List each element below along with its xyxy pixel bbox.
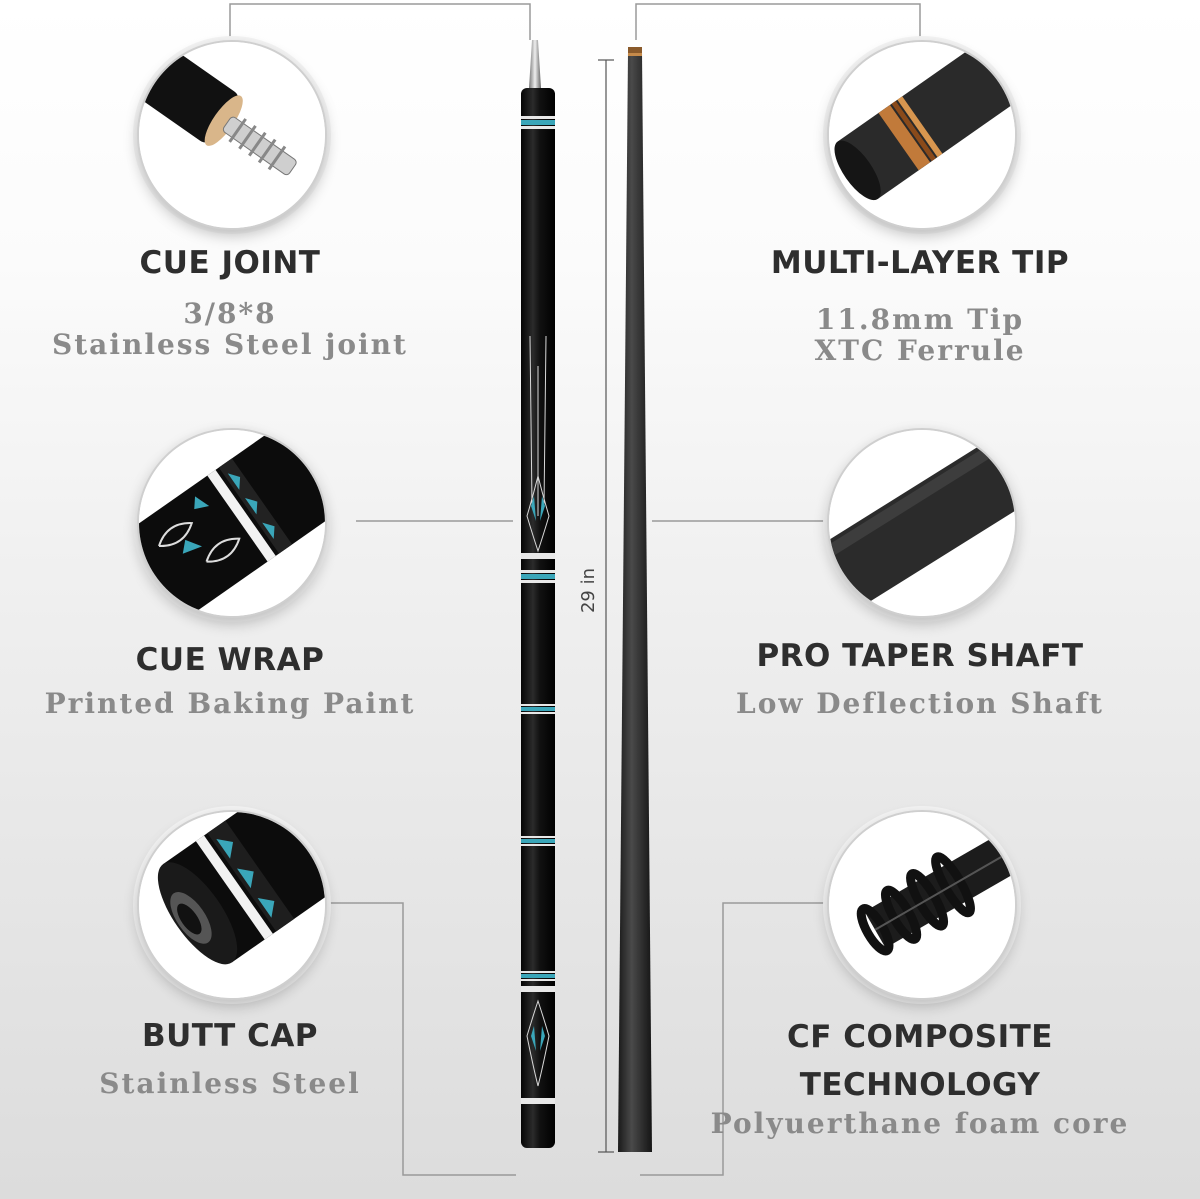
cue-joint-title: CUE JOINT xyxy=(139,245,321,281)
cf-composite-title-1: CF COMPOSITE xyxy=(787,1019,1053,1055)
pro-taper-shaft-image xyxy=(827,428,1017,618)
cue-shaft xyxy=(618,47,652,1152)
cue-butt xyxy=(521,40,555,1148)
butt-cap-title: BUTT CAP xyxy=(141,1018,319,1054)
multi-layer-tip-title: MULTI-LAYER TIP xyxy=(770,245,1070,281)
cue-joint-image xyxy=(137,40,327,230)
cue-joint-spec: 3/8*8 xyxy=(183,297,277,330)
cf-composite-core: Polyuerthane foam core xyxy=(710,1107,1130,1140)
multi-layer-tip-ferrule: XTC Ferrule xyxy=(814,334,1026,367)
butt-cap-material: Stainless Steel xyxy=(99,1067,361,1100)
length-dimension-label: 29 in xyxy=(578,567,600,614)
pro-taper-shaft-feature: Low Deflection Shaft xyxy=(736,687,1104,720)
cue-joint-material: Stainless Steel joint xyxy=(52,328,408,361)
multi-layer-tip-image xyxy=(827,40,1017,230)
cue-wrap-finish: Printed Baking Paint xyxy=(44,687,416,720)
cf-composite-image xyxy=(827,810,1017,1000)
cue-wrap-image xyxy=(137,428,327,618)
cue-wrap-title: CUE WRAP xyxy=(135,642,325,678)
multi-layer-tip-size: 11.8mm Tip xyxy=(815,303,1025,336)
pro-taper-shaft-title: PRO TAPER SHAFT xyxy=(756,638,1084,674)
cf-composite-title-2: TECHNOLOGY xyxy=(799,1067,1041,1103)
butt-cap-image xyxy=(137,810,327,1000)
